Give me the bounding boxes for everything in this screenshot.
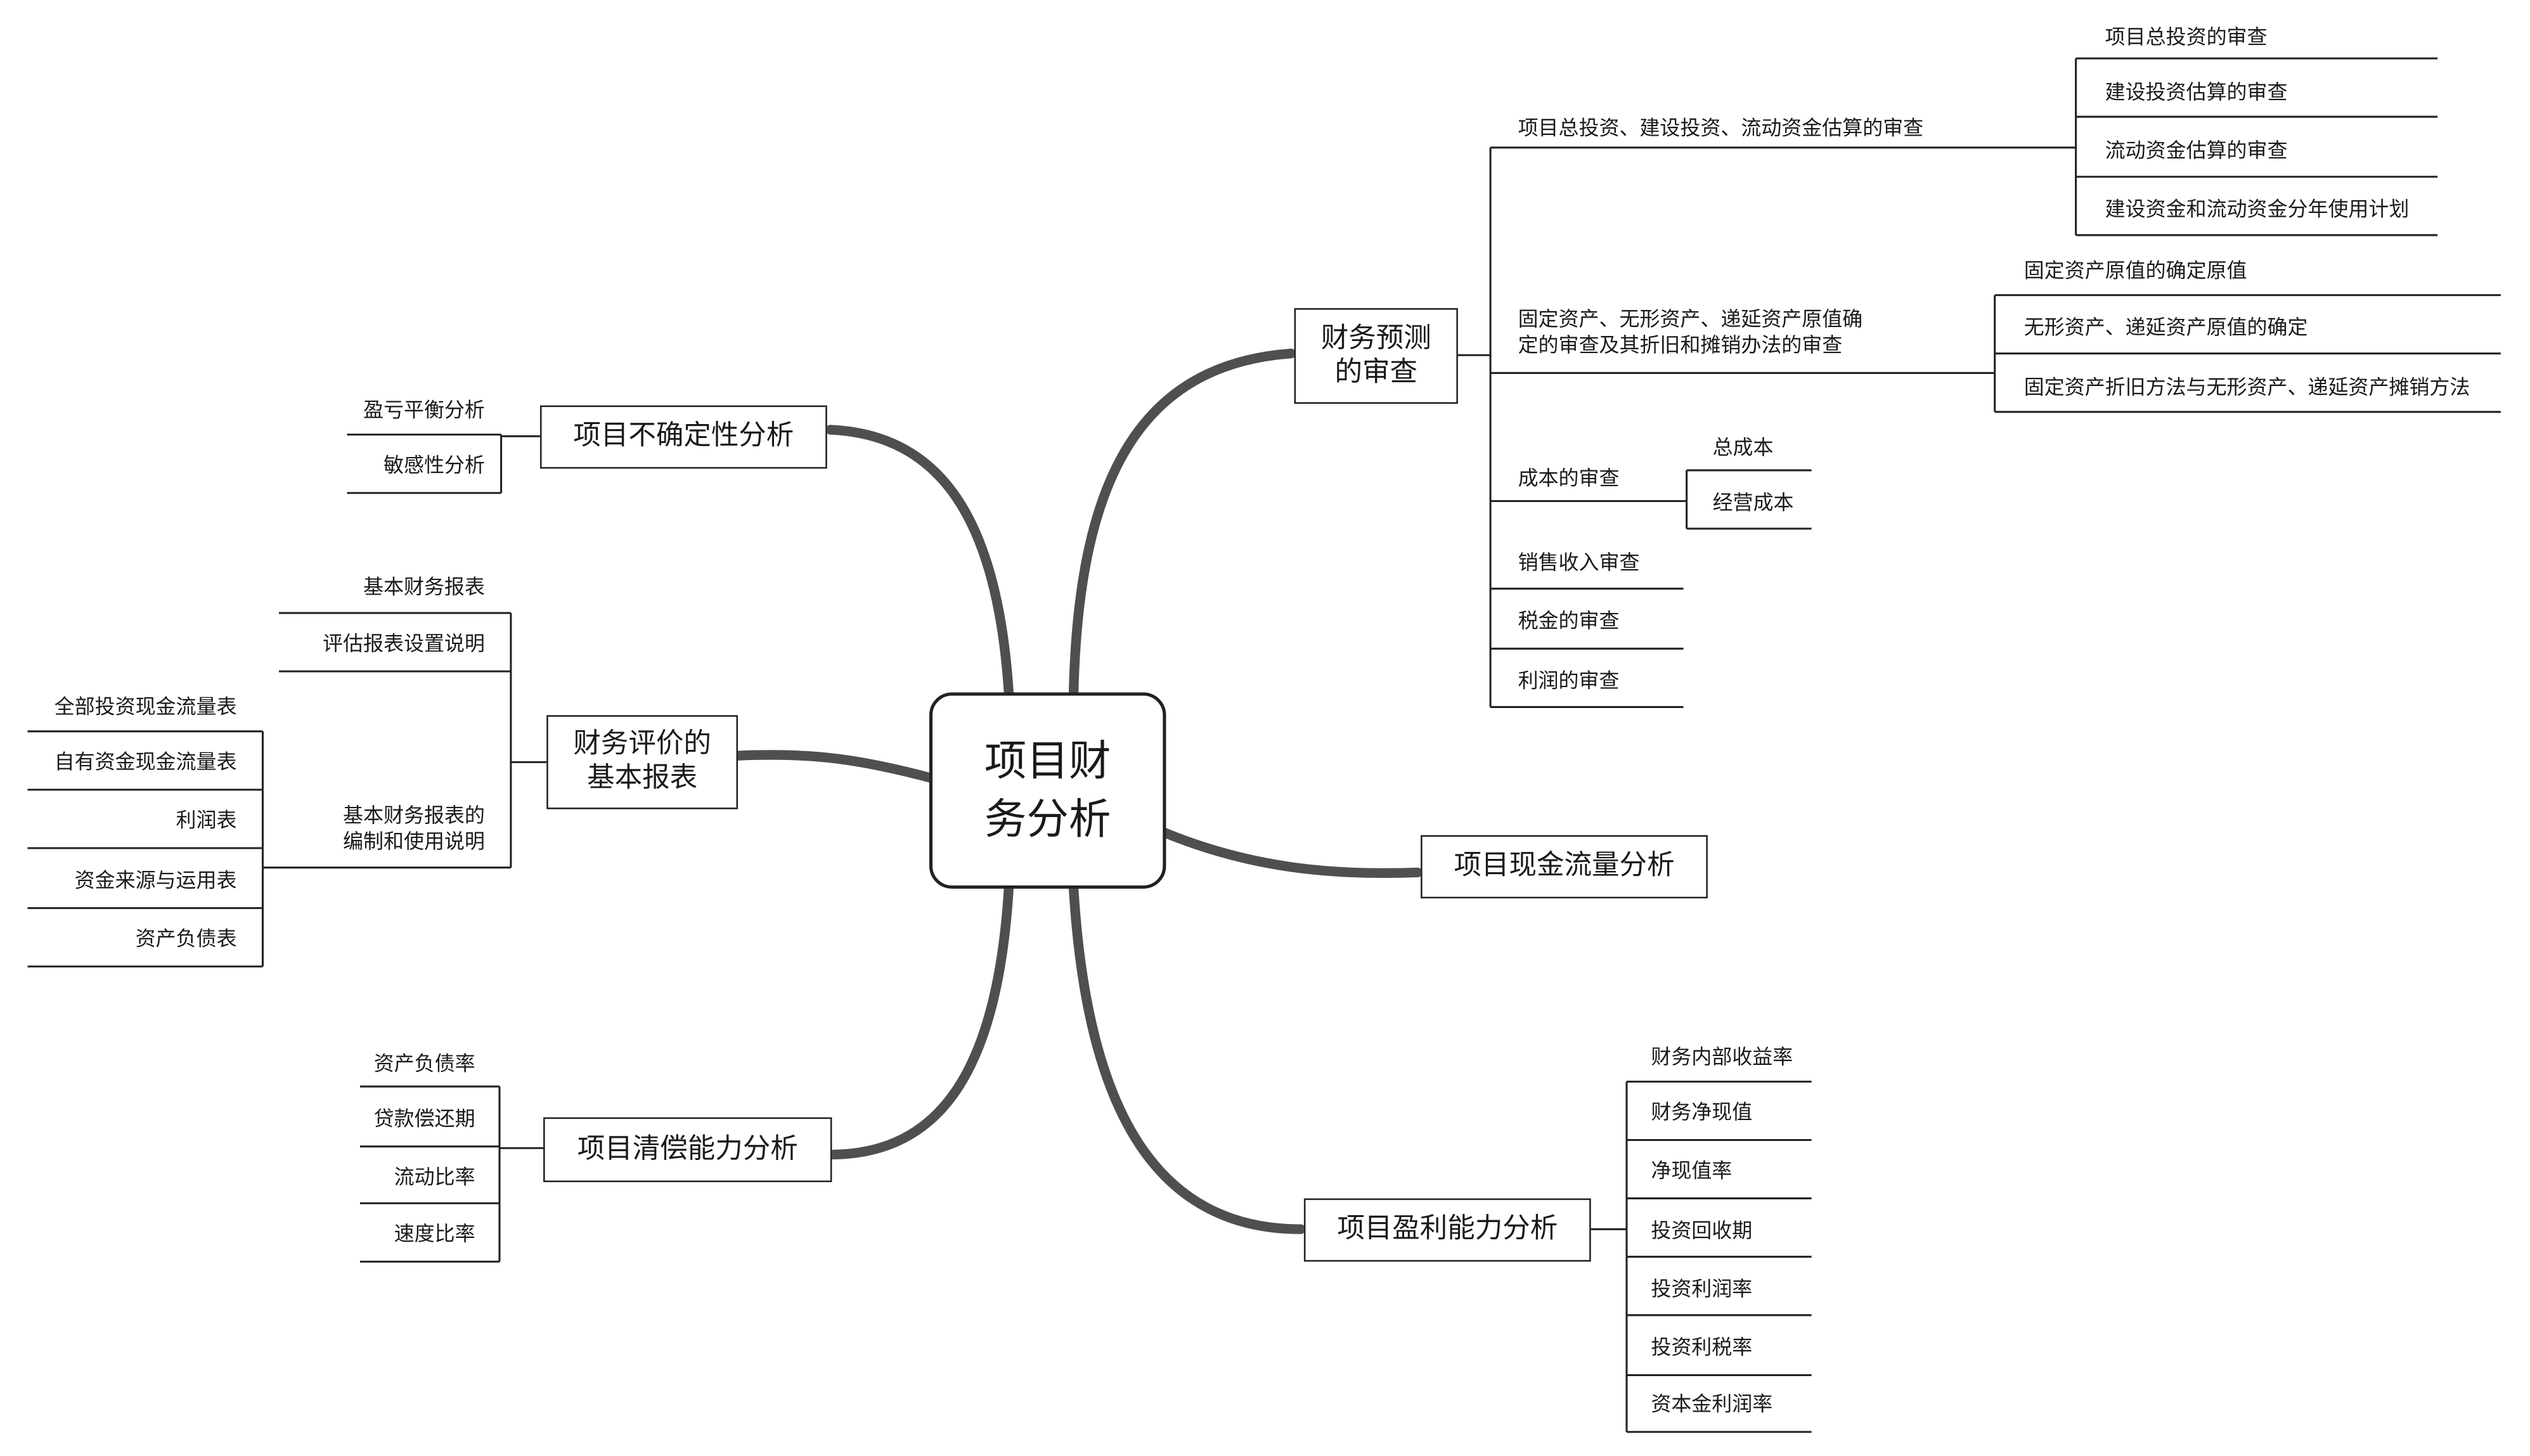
- branch-forecast: [1068, 349, 1296, 698]
- topic[interactable]: 流动资金估算的审查: [2105, 138, 2288, 162]
- topic[interactable]: 评估报表设置说明: [323, 631, 485, 655]
- branch-profitability: [1068, 884, 1306, 1234]
- topic[interactable]: 敏感性分析: [383, 452, 485, 477]
- topic[interactable]: 资本金利润率: [1651, 1391, 1773, 1416]
- topic[interactable]: 基本财务报表: [363, 574, 485, 599]
- node-label: 基本报表: [587, 762, 698, 795]
- node-label: 财务预测: [1320, 321, 1431, 354]
- topic[interactable]: 利润的审查: [1518, 668, 1620, 693]
- main-branches: [733, 349, 1423, 1234]
- topic[interactable]: 净现值率: [1651, 1157, 1733, 1183]
- topic[interactable]: 流动比率: [394, 1164, 475, 1189]
- topic[interactable]: 资金来源与运用表: [74, 867, 237, 892]
- node-label: 财务评价的: [573, 728, 711, 761]
- topic[interactable]: 利润表: [176, 808, 237, 832]
- topic[interactable]: 财务净现值: [1651, 1099, 1753, 1124]
- topic-line: 固定资产、无形资产、递延资产原值确: [1518, 306, 1863, 331]
- topic[interactable]: 建设投资估算的审查: [2105, 79, 2288, 104]
- topic[interactable]: 固定资产原值的确定原值: [2023, 257, 2247, 283]
- topic[interactable]: 自有资金现金流量表: [54, 749, 237, 774]
- topic[interactable]: 项目总投资、建设投资、流动资金估算的审查: [1518, 115, 1924, 140]
- topic[interactable]: 无形资产、递延资产原值的确定: [2023, 314, 2308, 339]
- sub-lines: [27, 57, 2501, 1433]
- topic[interactable]: 固定资产折旧方法与无形资产、递延资产摊销方法: [2023, 374, 2470, 399]
- topic[interactable]: 投资回收期: [1651, 1218, 1753, 1242]
- topic-line: 基本财务报表的: [343, 802, 485, 827]
- node-solvency[interactable]: 项目清偿能力分析: [543, 1117, 832, 1183]
- topic[interactable]: 资产负债率: [373, 1050, 475, 1076]
- node-forecast-review[interactable]: 财务预测的审查: [1294, 308, 1458, 404]
- topic-line: 定的审查及其折旧和摊销办法的审查: [1518, 332, 1843, 357]
- topic[interactable]: 固定资产、无形资产、递延资产原值确定的审查及其折旧和摊销办法的审查: [1518, 307, 1863, 359]
- topic[interactable]: 销售收入审查: [1518, 550, 1640, 574]
- topic[interactable]: 投资利润率: [1651, 1276, 1753, 1301]
- topic[interactable]: 盈亏平衡分析: [363, 397, 485, 422]
- topic[interactable]: 总成本: [1712, 434, 1774, 459]
- topic[interactable]: 税金的审查: [1518, 608, 1620, 633]
- node-statements[interactable]: 财务评价的基本报表: [546, 715, 739, 809]
- root-topic[interactable]: 项目财务分析: [929, 692, 1166, 889]
- topic[interactable]: 全部投资现金流量表: [54, 693, 237, 719]
- topic-line: 编制和使用说明: [343, 828, 485, 853]
- topic[interactable]: 财务内部收益率: [1651, 1044, 1793, 1069]
- topic[interactable]: 资产负债表: [135, 925, 237, 951]
- root-line-2: 务分析: [984, 795, 1111, 844]
- branch-cashflow: [1158, 827, 1423, 879]
- branch-uncertainty: [825, 425, 1014, 698]
- node-label: 的审查: [1334, 356, 1417, 389]
- branch-statements: [733, 750, 938, 783]
- root-line-1: 项目财: [984, 737, 1111, 786]
- topic[interactable]: 成本的审查: [1518, 465, 1620, 490]
- topic[interactable]: 投资利税率: [1651, 1334, 1753, 1359]
- topic[interactable]: 项目总投资的审查: [2105, 24, 2268, 49]
- branch-solvency: [825, 884, 1014, 1160]
- node-profitability[interactable]: 项目盈利能力分析: [1303, 1198, 1591, 1262]
- node-cashflow[interactable]: 项目现金流量分析: [1421, 835, 1708, 899]
- topic[interactable]: 速度比率: [394, 1221, 475, 1246]
- node-uncertainty[interactable]: 项目不确定性分析: [539, 405, 827, 469]
- topic[interactable]: 基本财务报表的编制和使用说明: [343, 802, 485, 854]
- topic[interactable]: 建设资金和流动资金分年使用计划: [2105, 196, 2410, 221]
- topic[interactable]: 贷款偿还期: [373, 1105, 475, 1131]
- topic[interactable]: 经营成本: [1712, 489, 1794, 514]
